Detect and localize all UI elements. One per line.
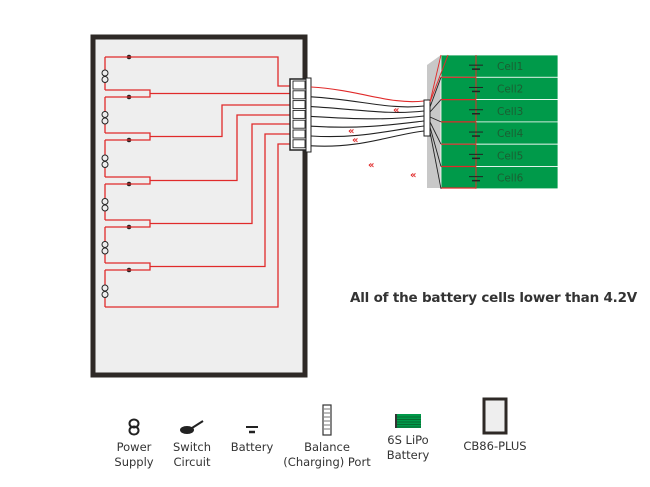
- battery-cell: Cell3: [440, 98, 559, 123]
- power-supply-icon: [101, 69, 109, 77]
- cell-label: Cell2: [497, 83, 523, 95]
- power-supply-icon: [101, 284, 109, 292]
- power-supply-icon: [101, 291, 109, 298]
- wire-pin-1: [105, 56, 290, 87]
- power-supply-icon: [128, 418, 140, 436]
- balance-cable: «««««: [310, 86, 425, 181]
- legend-balance-port: Balance (Charging) Port: [282, 404, 372, 470]
- connector-pin: [292, 129, 306, 139]
- legend-label: Power Supply: [114, 440, 154, 469]
- connector-pin: [292, 100, 306, 110]
- legend-lipo-battery: 6S LiPo Battery: [380, 413, 436, 463]
- balance-wire: [310, 125, 425, 138]
- balance-wire: [310, 106, 425, 113]
- device-balance-connector: [289, 77, 312, 153]
- power-supply-icon: [101, 247, 109, 255]
- battery-cell: Cell5: [440, 143, 559, 167]
- balance-wire: [310, 120, 425, 128]
- wire-pin-5: [150, 123, 290, 225]
- power-supply-icon: [101, 154, 109, 162]
- power-supply-icon: [101, 111, 109, 118]
- balance-wire: [310, 130, 425, 147]
- battery-lead: [429, 77, 442, 108]
- battery-lead: [429, 54, 442, 103]
- power-supply-icon: [101, 241, 109, 248]
- battery-lead: [429, 116, 442, 123]
- cell-body: [440, 166, 559, 190]
- legend-battery: Battery: [224, 418, 280, 455]
- balance-wire: [310, 86, 425, 103]
- status-caption: All of the battery cells lower than 4.2V: [350, 290, 638, 306]
- power-supply-icon: [101, 117, 109, 125]
- balance-wire: [310, 115, 425, 120]
- wire-break-mark: «: [393, 105, 399, 116]
- battery-cell: Cell4: [440, 121, 559, 145]
- connector-pin: [292, 139, 306, 149]
- battery-icon: [246, 426, 258, 434]
- battery-cell: Cell1: [440, 54, 559, 78]
- battery-lead: [429, 99, 442, 113]
- cell-label: Cell4: [497, 128, 524, 140]
- battery-balance-plug: [423, 99, 431, 137]
- wire-pin-4: [150, 114, 290, 182]
- connector-pin: [292, 119, 306, 129]
- battery-lead: [429, 121, 442, 145]
- battery-lead: [429, 54, 449, 103]
- legend-switch-circuit: Switch Circuit: [166, 418, 218, 470]
- wire-pin-3: [150, 104, 290, 138]
- battery-cell: Cell2: [440, 76, 559, 101]
- battery-cell: Cell6: [440, 165, 559, 190]
- wire-break-mark: «: [348, 126, 354, 137]
- connector-pin: [292, 90, 306, 100]
- cell-label: Cell6: [497, 173, 524, 185]
- switch-circuit-icon: [180, 420, 204, 434]
- wire-pin-6: [150, 133, 290, 268]
- cell-label: Cell5: [497, 150, 523, 162]
- power-supply-icon: [101, 76, 109, 83]
- cell-label: Cell3: [497, 106, 523, 118]
- battery-lead: [429, 131, 442, 189]
- legend-label: Switch Circuit: [172, 440, 212, 469]
- legend-label: 6S LiPo Battery: [386, 433, 430, 462]
- power-supply-icon: [101, 204, 109, 212]
- balance-wire: [310, 96, 425, 108]
- legend-label: Balance (Charging) Port: [283, 440, 371, 469]
- power-supply-icon: [101, 161, 109, 168]
- legend-label: CB86-PLUS: [463, 439, 527, 453]
- wire-break-mark: «: [352, 135, 358, 146]
- battery-lead: [429, 126, 442, 167]
- cb86-plus-icon: [482, 397, 508, 435]
- legend-label: Battery: [230, 440, 274, 454]
- balance-port-icon: [322, 404, 332, 436]
- lipo-battery-icon: [395, 414, 421, 428]
- connector-pin: [292, 109, 306, 119]
- legend-cb86-plus: CB86-PLUS: [458, 397, 532, 454]
- internal-circuits: [101, 54, 290, 308]
- power-supply-icon: [101, 198, 109, 205]
- connector-pin: [292, 80, 306, 90]
- wire-break-mark: «: [410, 170, 416, 181]
- wire-pin-7: [105, 143, 290, 308]
- legend-power-supply: Power Supply: [106, 418, 162, 470]
- cell-label: Cell1: [497, 61, 523, 73]
- cb86-plus-device: [90, 34, 308, 378]
- wire-break-mark: «: [368, 160, 374, 171]
